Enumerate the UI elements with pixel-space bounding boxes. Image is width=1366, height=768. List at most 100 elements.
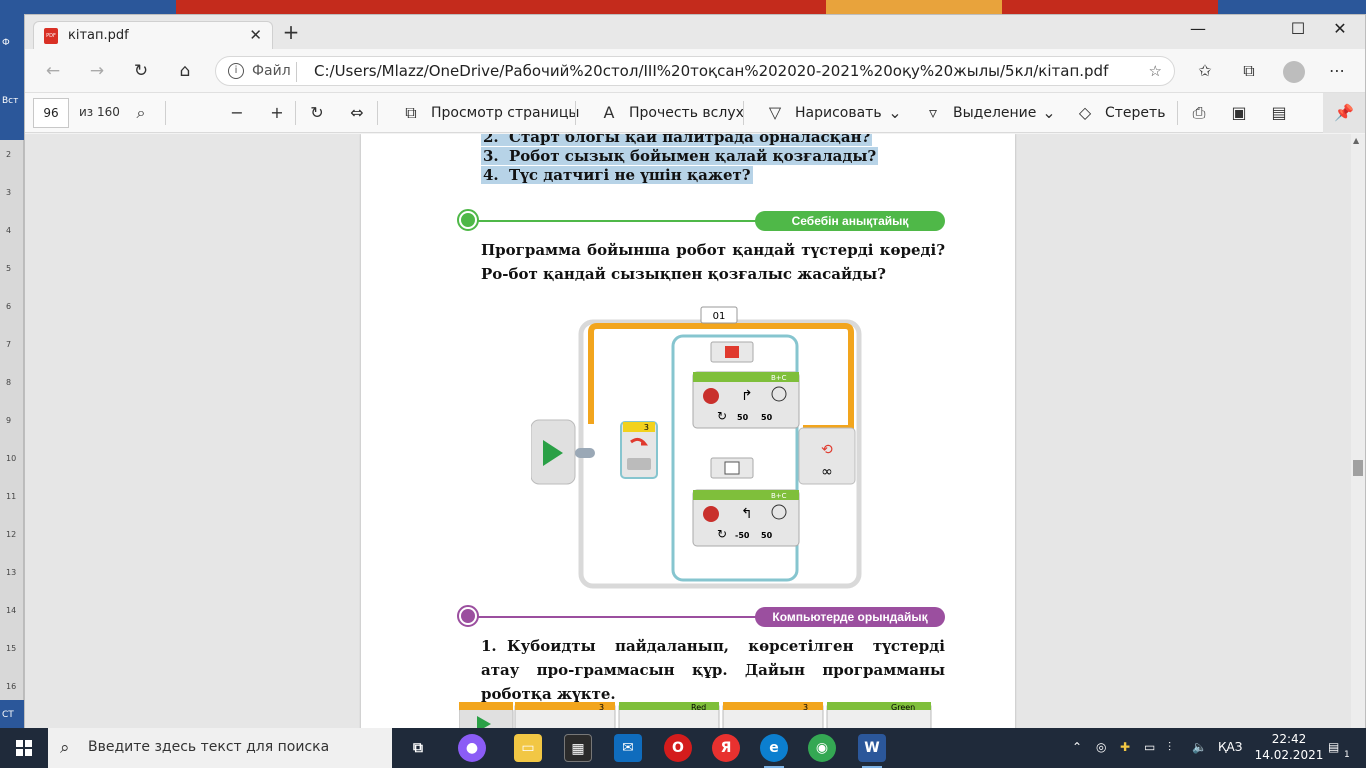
url-input[interactable]: i Файл C:/Users/Mlazz/OneDrive/Рабочий%2… [215,56,1175,86]
close-window-button[interactable]: ✕ [1333,19,1347,38]
tab-bar: PDF кітап.pdf ✕ + — ☐ ✕ [25,15,1365,49]
draw-icon[interactable]: ▽ [768,103,782,122]
add-favorite-icon[interactable]: ☆ [1148,62,1162,80]
page-count: из 160 [79,105,120,119]
windows-logo-icon [16,740,32,756]
url-text[interactable]: C:/Users/Mlazz/OneDrive/Рабочий%20стол/I… [314,62,1109,80]
draw-button[interactable]: Нарисовать [795,105,882,121]
ruler-tick: 15 [6,644,17,653]
steering-value: -50 [735,531,750,540]
file-explorer-icon[interactable]: ▭ [514,734,542,762]
pdf-viewer[interactable]: 2.Старт блогы қай палитрада орналасқан? … [25,134,1353,729]
chevron-down-icon[interactable]: ⌄ [888,103,902,122]
more-menu-icon[interactable]: ⋯ [1329,61,1345,80]
chrome-icon[interactable]: ◉ [808,734,836,762]
back-icon[interactable]: ← [45,61,61,81]
read-aloud-button[interactable]: Прочесть вслух [629,105,744,121]
page-view-icon[interactable]: ⧉ [405,103,417,122]
opera-icon[interactable]: O [664,734,692,762]
forward-icon[interactable]: → [89,61,105,81]
block-value: Red [691,703,706,712]
task-number: 1. [481,637,497,655]
maximize-button[interactable]: ☐ [1290,19,1306,38]
block-value: 3 [599,703,604,712]
switch-frame [671,334,799,582]
search-icon[interactable]: ⌕ [136,103,146,122]
gauge-icon [771,504,787,520]
new-tab-button[interactable]: + [282,20,300,44]
network-icon[interactable]: ⫶ [1168,740,1172,754]
minimize-button[interactable]: — [1190,19,1206,38]
collections-icon[interactable]: ⧉ [1243,61,1255,80]
ruler-tick: 11 [6,492,17,501]
pin-toolbar-icon[interactable]: 📌 [1323,93,1365,133]
ruler-tick: 4 [6,226,12,235]
ruler-tick: 6 [6,302,12,311]
page-number-input[interactable]: 96 [33,98,69,128]
pdf-toolbar: 96 из 160 ⌕ − + ↻ ⇔ ⧉ Просмотр страницы … [25,93,1365,133]
block-header [515,702,615,710]
word-icon[interactable]: W [858,734,886,768]
tab-pdf[interactable]: PDF кітап.pdf ✕ [33,21,273,49]
eraser-icon[interactable]: ◇ [1078,103,1092,122]
save-as-icon[interactable]: ▤ [1271,103,1287,122]
background-label: Ф [2,38,10,48]
search-input[interactable]: ⌕ Введите здесь текст для поиска [48,728,392,768]
steering-ports: B+C [771,374,787,382]
yandex-browser-icon[interactable]: Я [712,734,740,762]
page-view-button[interactable]: Просмотр страницы [431,105,580,121]
alice-assistant-icon[interactable]: ● [458,734,486,762]
block-header [693,490,799,500]
notification-icon[interactable]: ▤ [1328,740,1340,754]
tab-title: кітап.pdf [68,28,129,43]
edge-icon[interactable]: e [760,734,788,768]
chevron-down-icon[interactable]: ⌄ [1042,103,1056,122]
zoom-out-icon[interactable]: − [230,103,244,122]
block-header [459,702,513,710]
gauge-icon [771,386,787,402]
mail-icon[interactable]: ✉ [614,734,642,762]
white-color-swatch [724,461,740,475]
clock[interactable]: 22:42 14.02.2021 [1254,731,1324,763]
refresh-icon[interactable]: ↻ [133,61,149,81]
rotation-icon: ↻ [717,409,727,423]
taskbar: ⌕ Введите здесь текст для поиска ⧉ ● ▭ ▦… [0,728,1366,768]
scroll-up-icon[interactable]: ▲ [1353,136,1360,145]
antivirus-icon[interactable]: ✚ [1120,740,1131,754]
home-icon[interactable]: ⌂ [179,61,191,81]
clock-date: 14.02.2021 [1254,748,1324,762]
zoom-in-icon[interactable]: + [270,103,284,122]
info-icon[interactable]: i [228,63,244,79]
browser-window: PDF кітап.pdf ✕ + — ☐ ✕ ← → ↻ ⌂ i Файл C… [24,14,1366,729]
start-button[interactable] [0,728,48,768]
fit-page-icon[interactable]: ⇔ [350,103,364,122]
highlight-icon[interactable]: ▿ [928,103,938,122]
block-header [827,702,931,710]
rotate-icon[interactable]: ↻ [310,103,324,122]
print-icon[interactable]: ⎙ [1192,103,1206,122]
chevron-up-icon[interactable]: ⌃ [1072,740,1083,754]
battery-icon[interactable]: ▭ [1144,740,1156,754]
task-view-icon[interactable]: ⧉ [413,740,423,756]
volume-icon[interactable]: 🔈 [1192,740,1207,754]
favorites-icon[interactable]: ✩ [1198,61,1212,80]
language-indicator[interactable]: ҚАЗ [1218,740,1243,754]
vertical-scrollbar[interactable]: ▲ [1351,134,1365,729]
save-icon[interactable]: ▣ [1231,103,1247,122]
store-icon[interactable]: ▦ [564,734,592,762]
camera-icon[interactable]: ◎ [1096,740,1107,754]
ruler-tick: 10 [6,454,17,463]
scrollbar-thumb[interactable] [1353,460,1363,476]
avatar[interactable] [1283,61,1305,83]
read-aloud-icon[interactable]: A [603,103,615,122]
ruler-tick: 8 [6,378,12,387]
close-icon[interactable]: ✕ [249,26,262,44]
play-icon [543,440,563,466]
rotation-icon: ↻ [717,527,727,541]
notification-count: 1 [1344,750,1350,760]
erase-button[interactable]: Стереть [1105,105,1166,121]
ruler-tick: 5 [6,264,12,273]
motor-icon [703,388,719,404]
highlight-button[interactable]: Выделение [953,105,1037,121]
loop-label: 01 [713,311,726,322]
